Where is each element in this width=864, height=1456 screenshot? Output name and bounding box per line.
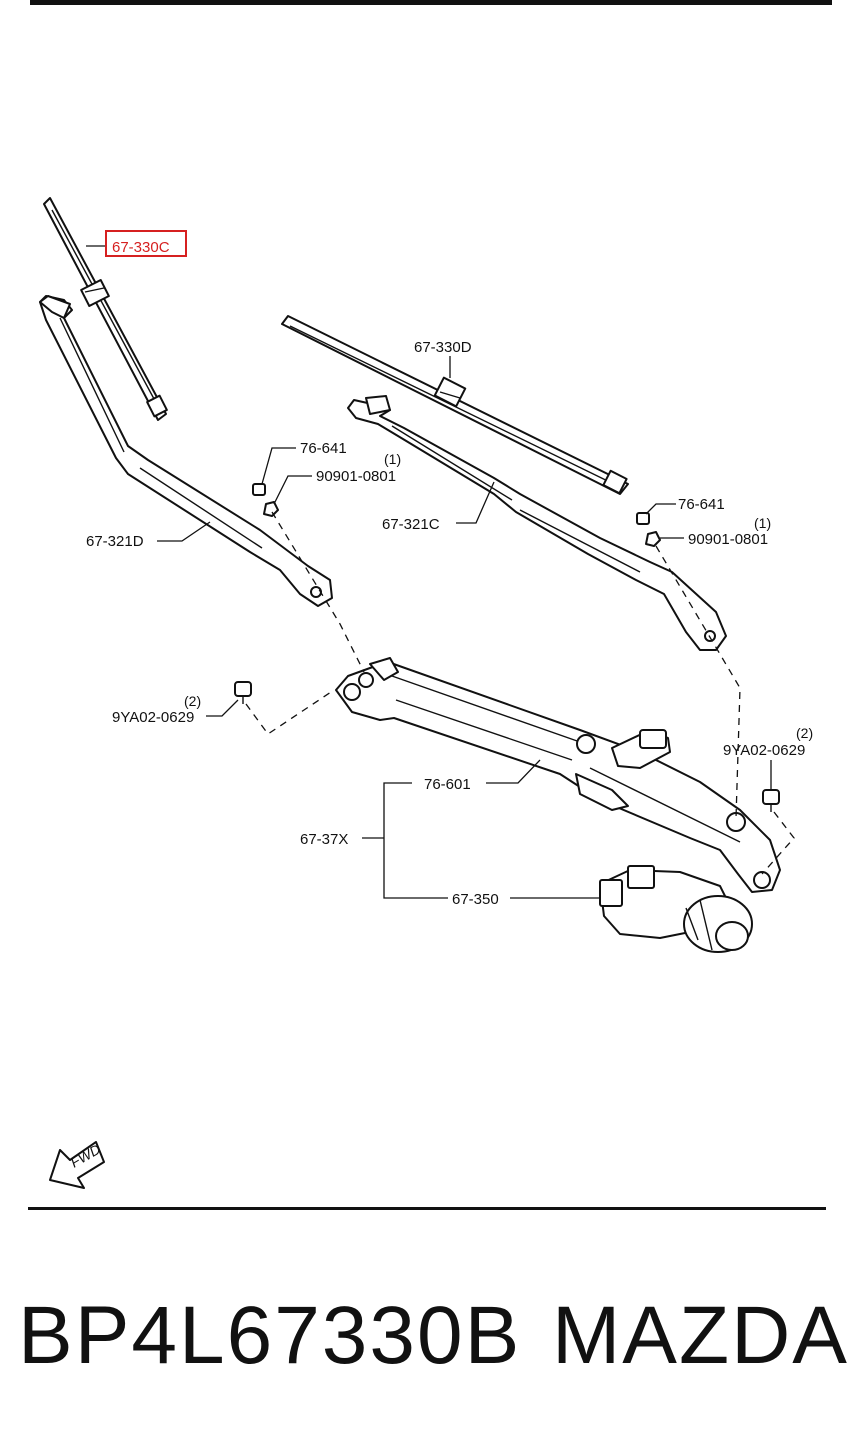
callout-nut-right: 90901-0801 [688, 531, 768, 548]
qty-bolt-left: (2) [184, 693, 201, 709]
qty-nut-left: (1) [384, 451, 401, 467]
callout-linkage: 76-601 [424, 776, 471, 793]
dashed-guides [245, 511, 795, 875]
highlight-box [105, 230, 187, 257]
bolt-right [762, 789, 780, 812]
callout-assembly: 67-37X [300, 831, 348, 848]
callout-bolt-left: 9YA02-0629 [112, 709, 194, 726]
callout-arm-left: 67-321D [86, 533, 144, 550]
bolt-left [234, 681, 252, 704]
cap-right [636, 512, 650, 525]
callout-blade-left: 67-330C [112, 239, 170, 256]
brand-name: MAZDA [552, 1290, 849, 1381]
wiper-motor [599, 865, 753, 953]
bottom-rule [28, 1207, 826, 1210]
wiper-blade-left [43, 197, 168, 421]
cap-left [252, 483, 266, 496]
wiper-linkage [335, 657, 781, 893]
wiper-arm-right [347, 395, 727, 651]
fwd-arrow-icon: FWD [49, 1141, 105, 1189]
nut-left [263, 501, 279, 517]
leader-lines [86, 245, 772, 899]
callout-cap-left: 76-641 [300, 440, 347, 457]
callout-blade-right: 67-330D [414, 339, 472, 356]
part-number: BP4L67330B [18, 1290, 522, 1381]
qty-nut-right: (1) [754, 515, 771, 531]
callout-bolt-right: 9YA02-0629 [723, 742, 805, 759]
nut-right [645, 531, 661, 547]
callout-nut-left: 90901-0801 [316, 468, 396, 485]
qty-bolt-right: (2) [796, 725, 813, 741]
callout-cap-right: 76-641 [678, 496, 725, 513]
wiper-blade-right [281, 315, 629, 495]
top-rule [30, 0, 832, 5]
wiper-arm-left [39, 295, 333, 607]
callout-motor: 67-350 [452, 891, 499, 908]
callout-arm-right: 67-321C [382, 516, 440, 533]
